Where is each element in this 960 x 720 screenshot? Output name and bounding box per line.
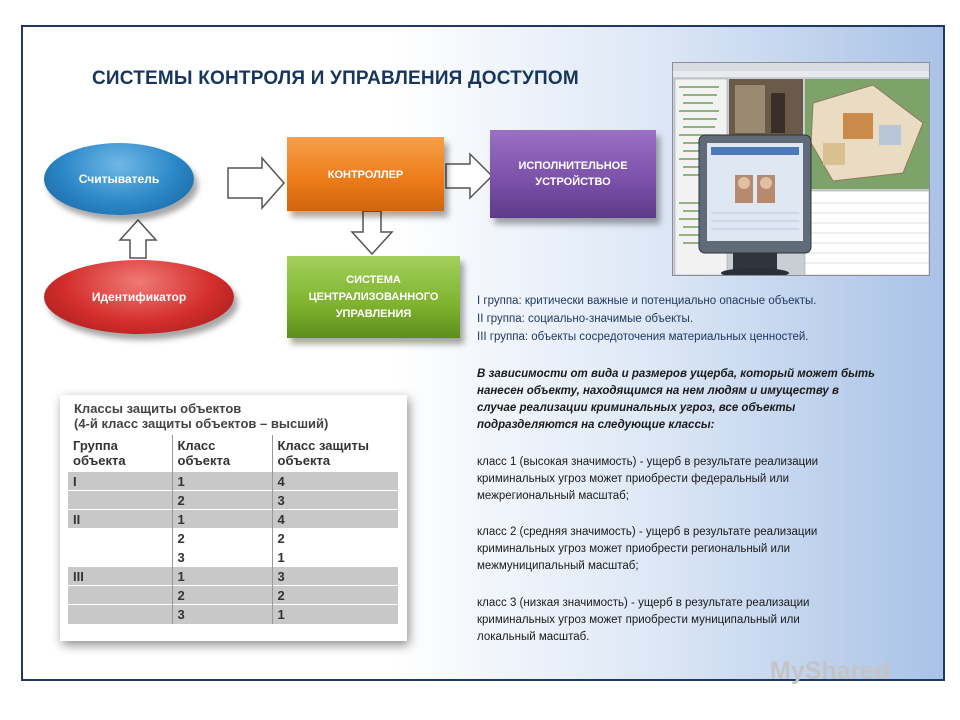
cell-class: 3 xyxy=(172,547,273,567)
group-2-text: II группа: социально-значимые объекты. xyxy=(477,313,694,325)
cell-group xyxy=(68,528,173,548)
reader-node: Считыватель xyxy=(44,143,194,215)
cell-class: 1 xyxy=(172,509,273,529)
cell-group xyxy=(68,490,173,510)
table-row: 3 1 xyxy=(68,547,398,567)
group-3-text: III группа: объекты сосредоточения матер… xyxy=(477,331,809,343)
table-row: I 1 4 xyxy=(68,471,398,491)
central-system-node: СИСТЕМА ЦЕНТРАЛИЗОВАННОГО УПРАВЛЕНИЯ xyxy=(287,256,460,338)
executor-label-2: УСТРОЙСТВО xyxy=(535,176,611,188)
class1-line: криминальных угроз может приобрести феде… xyxy=(477,473,790,485)
group-1-text: I группа: критически важные и потенциаль… xyxy=(477,295,817,307)
table-row: 3 1 xyxy=(68,604,398,624)
cell-class: 1 xyxy=(172,566,273,586)
object-groups: I группа: критически важные и потенциаль… xyxy=(477,292,937,346)
cell-protection: 3 xyxy=(272,566,398,586)
cell-protection: 4 xyxy=(272,509,398,529)
cell-group: III xyxy=(68,566,173,586)
header-group-line2: объекта xyxy=(73,453,126,468)
class2-line: класс 2 (средняя значимость) - ущерб в р… xyxy=(477,526,818,538)
class-2-paragraph: класс 2 (средняя значимость) - ущерб в р… xyxy=(477,524,887,575)
cell-class: 1 xyxy=(172,471,273,491)
controller-label: КОНТРОЛЛЕР xyxy=(327,169,404,181)
identifier-node: Идентификатор xyxy=(44,260,234,334)
header-group: Группа объекта xyxy=(68,435,173,472)
class1-line: межрегиональный масштаб; xyxy=(477,490,629,502)
table-header-row: Группа объекта Класс объекта Класс защит… xyxy=(68,435,398,472)
executor-label-1: ИСПОЛНИТЕЛЬНОЕ xyxy=(518,160,628,172)
cell-group xyxy=(68,547,173,567)
header-class-line1: Класс xyxy=(177,438,216,453)
cell-class: 2 xyxy=(172,585,273,605)
cell-protection: 1 xyxy=(272,604,398,624)
header-class-line2: объекта xyxy=(177,453,231,468)
intro-paragraph: В зависимости от вида и размеров ущерба,… xyxy=(477,366,887,434)
class3-line: криминальных угроз может приобрести муни… xyxy=(477,614,800,626)
cell-protection: 4 xyxy=(272,471,398,491)
page-title: СИСТЕМЫ КОНТРОЛЯ И УПРАВЛЕНИЯ ДОСТУПОМ xyxy=(92,68,579,89)
central-label-1: СИСТЕМА xyxy=(346,273,401,286)
cell-group: II xyxy=(68,509,173,529)
protection-classes-table-image: Классы защиты объектов (4-й класс защиты… xyxy=(60,395,407,641)
central-label-3: УПРАВЛЕНИЯ xyxy=(335,307,412,320)
cell-class: 2 xyxy=(172,490,273,510)
protection-classes-table: Группа объекта Класс объекта Класс защит… xyxy=(68,435,398,624)
header-protection-line1: Класс защиты xyxy=(277,438,369,453)
table-subheading: (4-й класс защиты объектов – высший) xyxy=(74,416,329,431)
cell-group xyxy=(68,604,173,624)
identifier-label: Идентификатор xyxy=(91,290,187,304)
watermark: MyShared xyxy=(770,657,890,685)
cell-protection: 2 xyxy=(272,585,398,605)
table-heading: Классы защиты объектов xyxy=(74,401,242,416)
class-3-paragraph: класс 3 (низкая значимость) - ущерб в ре… xyxy=(477,595,887,646)
cell-protection: 2 xyxy=(272,528,398,548)
intro-line: В зависимости от вида и размеров ущерба,… xyxy=(477,368,875,380)
software-screenshot-drawing xyxy=(673,63,929,275)
reader-label: Считыватель xyxy=(78,172,160,186)
executor-node: ИСПОЛНИТЕЛЬНОЕ УСТРОЙСТВО xyxy=(490,130,656,218)
intro-line: нанесен объекту, находящимся на нем людя… xyxy=(477,385,839,397)
class1-line: класс 1 (высокая значимость) - ущерб в р… xyxy=(477,456,819,468)
header-group-line1: Группа xyxy=(73,438,118,453)
header-protection-class: Класс защиты объекта xyxy=(272,435,398,472)
central-label-2: ЦЕНТРАЛИЗОВАННОГО xyxy=(308,290,439,303)
table-row: 2 3 xyxy=(68,490,398,510)
intro-line: случае реализации криминальных угроз, вс… xyxy=(477,402,796,414)
class2-line: межмуниципальный масштаб; xyxy=(477,560,639,572)
cell-protection: 3 xyxy=(272,490,398,510)
class-1-paragraph: класс 1 (высокая значимость) - ущерб в р… xyxy=(477,454,887,505)
table-row: III 1 3 xyxy=(68,566,398,586)
table-row: 2 2 xyxy=(68,528,398,548)
table-row: II 1 4 xyxy=(68,509,398,529)
software-screenshot-image xyxy=(672,62,930,276)
intro-line: подразделяются на следующие классы: xyxy=(477,419,715,431)
table-row: 2 2 xyxy=(68,585,398,605)
cell-protection: 1 xyxy=(272,547,398,567)
header-class: Класс объекта xyxy=(172,435,273,472)
cell-class: 3 xyxy=(172,604,273,624)
header-protection-line2: объекта xyxy=(277,453,331,468)
class2-line: криминальных угроз может приобрести реги… xyxy=(477,543,791,555)
cell-group xyxy=(68,585,173,605)
class3-line: локальный масштаб. xyxy=(477,631,590,643)
class3-line: класс 3 (низкая значимость) - ущерб в ре… xyxy=(477,597,810,609)
cell-class: 2 xyxy=(172,528,273,548)
cell-group: I xyxy=(68,471,173,491)
controller-node: КОНТРОЛЛЕР xyxy=(287,137,444,211)
